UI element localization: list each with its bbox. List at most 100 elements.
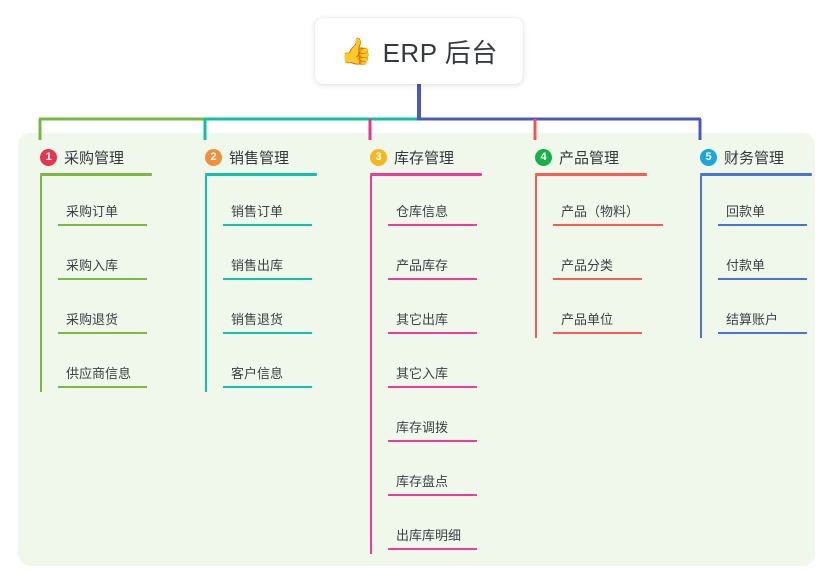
leaf-node-label: 结算账户 [726, 312, 779, 327]
branch-header-rule-3 [370, 173, 482, 176]
branch-header-3[interactable]: 3 库存管理 [348, 145, 513, 169]
branch-title-1: 采购管理 [64, 149, 125, 167]
leaf-node-rule [58, 332, 147, 334]
branch-leaf-list-4: 产品（物料） 产品分类产品单位 [535, 176, 678, 338]
branch-title-4: 产品管理 [559, 149, 620, 167]
leaf-node[interactable]: 库存盘点 [388, 446, 513, 500]
leaf-node-label: 产品库存 [396, 258, 449, 273]
leaf-node-label: 产品（物料） [561, 204, 640, 219]
branch-badge-5: 5 [700, 148, 717, 166]
leaf-node[interactable]: 付款单 [718, 230, 839, 284]
leaf-node-label: 仓库信息 [396, 204, 449, 219]
branch-leaf-list-2: 销售订单销售出库销售退货客户信息 [205, 176, 348, 392]
leaf-node-rule [388, 494, 477, 496]
leaf-node[interactable]: 其它入库 [388, 338, 513, 392]
branch-badge-4: 4 [535, 148, 552, 166]
leaf-node[interactable]: 出库库明细 [388, 500, 513, 554]
leaf-node-label: 采购入库 [66, 258, 119, 273]
leaf-node-rule [223, 332, 312, 334]
leaf-node-rule [553, 278, 642, 280]
leaf-node-rule [58, 278, 147, 280]
leaf-node-rule [718, 224, 807, 226]
leaf-node[interactable]: 产品单位 [553, 284, 678, 338]
leaf-node-label: 产品分类 [561, 258, 614, 273]
leaf-node[interactable]: 回款单 [718, 176, 839, 230]
leaf-node[interactable]: 供应商信息 [58, 338, 183, 392]
leaf-node[interactable]: 采购退货 [58, 284, 183, 338]
leaf-node-label: 其它出库 [396, 312, 449, 327]
branch-header-rule-5 [700, 173, 812, 176]
leaf-node-label: 销售出库 [231, 258, 284, 273]
leaf-node[interactable]: 采购订单 [58, 176, 183, 230]
leaf-node-rule [223, 386, 312, 388]
branch-column-5: 5 财务管理回款单付款单结算账户 [678, 145, 839, 338]
leaf-node-label: 其它入库 [396, 366, 449, 381]
leaf-node-rule [388, 278, 477, 280]
leaf-node-label: 库存调拨 [396, 420, 449, 435]
leaf-node-rule [553, 224, 663, 226]
leaf-node-label: 供应商信息 [66, 366, 132, 381]
branch-header-1[interactable]: 1 采购管理 [18, 145, 183, 169]
leaf-node[interactable]: 产品分类 [553, 230, 678, 284]
root-node-title: ERP 后台 [382, 37, 498, 68]
leaf-node-rule [388, 548, 477, 550]
leaf-node-rule [718, 332, 807, 334]
leaf-node-label: 库存盘点 [396, 474, 449, 489]
leaf-node[interactable]: 采购入库 [58, 230, 183, 284]
leaf-node[interactable]: 结算账户 [718, 284, 839, 338]
branch-spine-4 [535, 176, 537, 338]
branch-header-rule-1 [40, 173, 152, 176]
leaf-node-label: 销售订单 [231, 204, 284, 219]
leaf-node-label: 出库库明细 [396, 528, 462, 543]
leaf-node-label: 客户信息 [231, 366, 284, 381]
branch-column-3: 3 库存管理仓库信息产品库存其它出库其它入库库存调拨库存盘点出库库明细 [348, 145, 513, 554]
leaf-node-label: 采购退货 [66, 312, 119, 327]
branch-header-5[interactable]: 5 财务管理 [678, 145, 839, 169]
leaf-node-label: 销售退货 [231, 312, 284, 327]
branch-leaf-list-3: 仓库信息产品库存其它出库其它入库库存调拨库存盘点出库库明细 [370, 176, 513, 554]
branch-badge-3: 3 [370, 148, 387, 166]
leaf-node-rule [388, 440, 477, 442]
branch-header-rule-2 [205, 173, 317, 176]
branch-title-5: 财务管理 [724, 149, 785, 167]
leaf-node[interactable]: 产品（物料） [553, 176, 678, 230]
branch-title-3: 库存管理 [394, 149, 455, 167]
branch-title-2: 销售管理 [229, 149, 290, 167]
branch-column-1: 1 采购管理采购订单采购入库采购退货供应商信息 [18, 145, 183, 392]
leaf-node-rule [223, 278, 312, 280]
root-node-erp-backend[interactable]: 👍 ERP 后台 [315, 18, 523, 84]
leaf-node-rule [388, 386, 477, 388]
leaf-node[interactable]: 销售退货 [223, 284, 348, 338]
leaf-node-label: 采购订单 [66, 204, 119, 219]
branch-spine-3 [370, 176, 372, 554]
branch-spine-5 [700, 176, 702, 338]
leaf-node-rule [58, 224, 147, 226]
branch-column-2: 2 销售管理销售订单销售出库销售退货客户信息 [183, 145, 348, 392]
branch-header-2[interactable]: 2 销售管理 [183, 145, 348, 169]
leaf-node-rule [718, 278, 807, 280]
leaf-node-rule [223, 224, 312, 226]
leaf-node-label: 付款单 [726, 258, 766, 273]
branch-header-rule-4 [535, 173, 647, 176]
branch-leaf-list-5: 回款单付款单结算账户 [700, 176, 839, 338]
branch-badge-2: 2 [205, 148, 222, 166]
leaf-node-rule [388, 224, 477, 226]
leaf-node[interactable]: 销售出库 [223, 230, 348, 284]
leaf-node[interactable]: 客户信息 [223, 338, 348, 392]
leaf-node-label: 产品单位 [561, 312, 614, 327]
leaf-node[interactable]: 其它出库 [388, 284, 513, 338]
leaf-node-rule [553, 332, 642, 334]
branch-spine-2 [205, 176, 207, 392]
leaf-node[interactable]: 库存调拨 [388, 392, 513, 446]
branch-header-4[interactable]: 4 产品管理 [513, 145, 678, 169]
leaf-node-rule [58, 386, 147, 388]
leaf-node[interactable]: 仓库信息 [388, 176, 513, 230]
leaf-node[interactable]: 销售订单 [223, 176, 348, 230]
thumbs-up-icon: 👍 [340, 36, 373, 66]
leaf-node-label: 回款单 [726, 204, 766, 219]
leaf-node[interactable]: 产品库存 [388, 230, 513, 284]
leaf-node-rule [388, 332, 477, 334]
diagram-background-panel [18, 133, 815, 566]
branch-spine-1 [40, 176, 42, 392]
branch-badge-1: 1 [40, 148, 57, 166]
